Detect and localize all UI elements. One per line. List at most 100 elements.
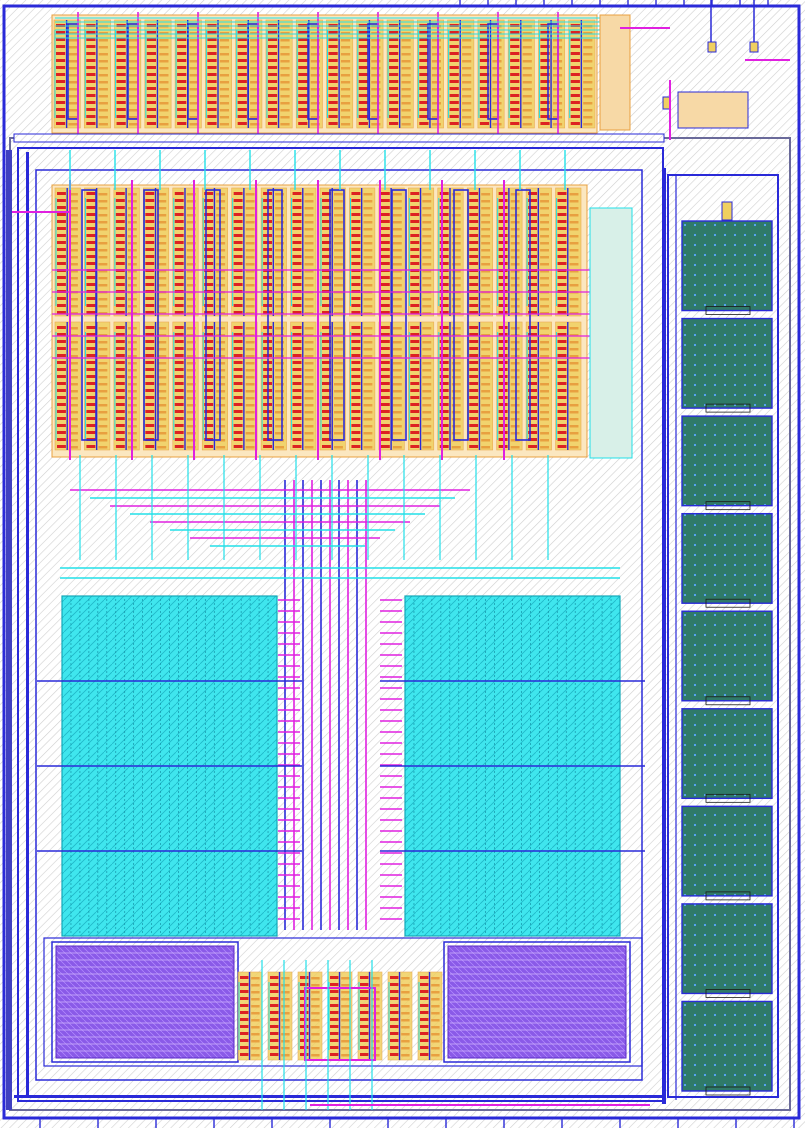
poly-gate — [237, 122, 247, 125]
diffusion-strip — [341, 1047, 350, 1050]
poly-gate — [86, 283, 96, 286]
diffusion-strip — [510, 355, 520, 358]
poly-gate — [360, 1053, 369, 1056]
poly-gate — [419, 80, 429, 83]
diffusion-strip — [451, 277, 461, 280]
diffusion-strip — [540, 439, 550, 442]
poly-gate — [204, 262, 214, 265]
tile-contact — [705, 989, 751, 998]
diffusion-strip — [333, 263, 343, 266]
poly-gate — [57, 192, 66, 195]
poly-gate — [479, 101, 490, 104]
diffusion-strip — [569, 348, 579, 351]
poly-gate — [322, 368, 331, 371]
diffusion-strip — [540, 355, 550, 358]
poly-gate — [86, 220, 96, 223]
diffusion-strip — [186, 249, 196, 252]
diffusion-strip — [431, 32, 441, 35]
poly-gate — [410, 227, 420, 230]
diffusion-strip — [371, 32, 381, 35]
bottom-right-capacitor[interactable] — [443, 941, 631, 1063]
diffusion-strip — [363, 249, 373, 252]
middle-logic-block[interactable] — [12, 150, 633, 460]
bottom-left-capacitor[interactable] — [43, 937, 643, 1067]
poly-gate — [174, 438, 184, 441]
diffusion-strip — [401, 991, 410, 994]
diffusion-strip — [333, 425, 343, 428]
diffusion-strip — [333, 221, 343, 224]
poly-gate — [358, 87, 368, 90]
poly-gate — [469, 276, 479, 279]
diffusion-strip — [481, 249, 491, 252]
diffusion-strip — [481, 298, 491, 301]
diffusion-strip — [451, 362, 461, 365]
diffusion-strip — [333, 193, 343, 196]
poly-gate — [557, 375, 567, 378]
diffusion-strip — [251, 1040, 260, 1043]
poly-gate — [557, 255, 567, 258]
poly-gate — [380, 192, 390, 195]
diffusion-strip — [392, 369, 402, 372]
diffusion-strip — [157, 418, 167, 421]
poly-gate — [322, 255, 331, 258]
diffusion-strip — [251, 1033, 260, 1036]
poly-gate — [410, 241, 420, 244]
poly-gate — [207, 45, 217, 48]
diffusion-strip — [510, 376, 520, 379]
poly-gate — [270, 1053, 279, 1056]
poly-gate — [56, 73, 66, 76]
diffusion-strip — [371, 116, 381, 119]
diffusion-strip — [401, 46, 411, 49]
bottom-logic-block[interactable] — [237, 960, 650, 1110]
poly-gate — [292, 241, 302, 244]
poly-gate — [322, 234, 331, 237]
poly-gate — [233, 234, 243, 237]
poly-gate — [145, 304, 155, 307]
poly-gate — [177, 80, 187, 83]
diffusion-strip — [510, 439, 520, 442]
poly-gate — [298, 59, 308, 62]
diffusion-strip — [219, 39, 230, 42]
poly-gate — [57, 262, 66, 265]
diffusion-strip — [68, 32, 78, 35]
poly-gate — [469, 445, 479, 448]
poly-gate — [410, 220, 420, 223]
poly-gate — [204, 255, 214, 258]
diffusion-strip — [481, 235, 491, 238]
poly-gate — [479, 59, 490, 62]
poly-gate — [439, 375, 449, 378]
poly-gate — [86, 340, 96, 343]
diffusion-strip — [98, 242, 108, 245]
diffusion-strip — [304, 355, 314, 358]
poly-gate — [351, 354, 361, 357]
poly-gate — [146, 38, 157, 41]
diffusion-strip — [422, 404, 432, 407]
diffusion-strip — [481, 193, 491, 196]
poly-gate — [146, 73, 157, 76]
poly-gate — [330, 997, 339, 1000]
poly-gate — [351, 304, 361, 307]
diffusion-strip — [569, 432, 579, 435]
decap-column[interactable] — [675, 175, 773, 1100]
poly-gate — [145, 424, 155, 427]
diffusion-strip — [68, 102, 78, 105]
diffusion-strip — [98, 102, 108, 105]
top-logic-block[interactable] — [13, 12, 665, 143]
diffusion-strip — [510, 242, 520, 245]
poly-gate — [292, 283, 302, 286]
top-right-cells[interactable] — [599, 0, 790, 140]
poly-gate — [233, 241, 243, 244]
diffusion-strip — [310, 123, 320, 126]
diffusion-strip — [129, 116, 139, 119]
poly-gate — [390, 1025, 399, 1028]
right-mim-array[interactable] — [380, 595, 645, 937]
poly-gate — [360, 997, 369, 1000]
poly-gate — [528, 375, 538, 378]
diffusion-strip — [363, 446, 373, 449]
left-mim-array[interactable] — [37, 595, 302, 937]
diffusion-strip — [422, 327, 432, 330]
diffusion-strip — [481, 334, 491, 337]
diffusion-strip — [492, 123, 502, 126]
